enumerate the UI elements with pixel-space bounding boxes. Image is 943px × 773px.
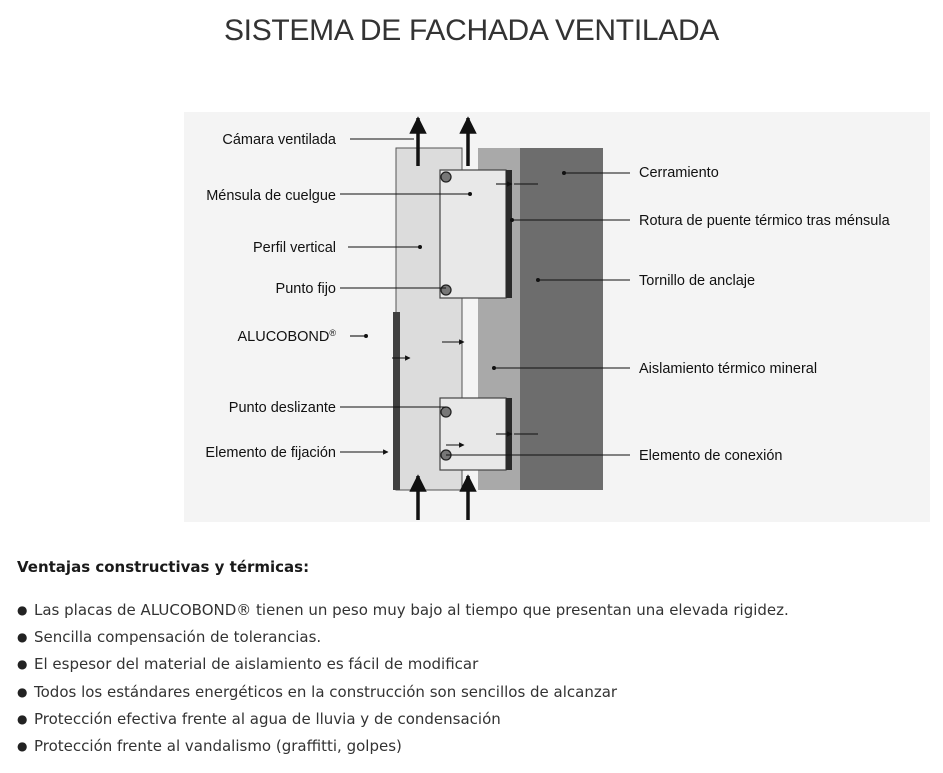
- list-item-text: Sencilla compensación de tolerancias.: [34, 628, 322, 647]
- bullet-icon: ●: [17, 738, 28, 753]
- leader-dots: [364, 171, 566, 370]
- sliding-point-bolt-icon: [440, 406, 452, 418]
- label-alucobond: ALUCOBOND®: [238, 328, 337, 345]
- upper-thermal-break: [506, 170, 512, 298]
- label-cerramiento: Cerramiento: [639, 165, 719, 181]
- list-item-text: El espesor del material de aislamiento e…: [34, 655, 479, 674]
- list-item-text: Protección frente al vandalismo (graffit…: [34, 736, 402, 755]
- bullet-icon: ●: [17, 657, 28, 672]
- wall-block: [520, 148, 603, 490]
- upper-bolt-icon: [440, 171, 452, 183]
- label-camara-ventilada: Cámara ventilada: [222, 132, 337, 148]
- cladding-panel: [393, 312, 400, 490]
- list-item-text: Protección efectiva frente al agua de ll…: [34, 709, 501, 728]
- list-item: ● Sencilla compensación de tolerancias.: [17, 627, 789, 654]
- upper-bracket: [439, 169, 507, 299]
- registered-mark: ®: [329, 328, 336, 338]
- list-item-text: Las placas de ALUCOBOND® tienen un peso …: [34, 601, 789, 619]
- fixed-point-bolt-icon: [440, 284, 452, 296]
- bullet-icon: ●: [17, 603, 28, 617]
- page-title: SISTEMA DE FACHADA VENTILADA: [223, 14, 720, 47]
- leader-lines-right: [446, 172, 630, 456]
- leader-lines-left: [340, 138, 470, 455]
- list-item: ● El espesor del material de aislamiento …: [17, 654, 789, 681]
- label-aislamiento-termico: Aislamiento térmico mineral: [639, 361, 817, 377]
- list-item-text: Todos los estándares energéticos en la c…: [34, 682, 618, 701]
- label-elemento-de-fijacion: Elemento de fijación: [205, 445, 336, 461]
- label-rotura-puente-termico: Rotura de puente térmico tras ménsula: [639, 213, 891, 229]
- bullet-icon: ●: [17, 711, 28, 726]
- list-item: ● Protección efectiva frente al agua de l…: [17, 709, 789, 736]
- bullet-icon: ●: [17, 630, 28, 645]
- advantages-list: ● Las placas de ALUCOBOND® tienen un peso…: [17, 600, 789, 763]
- list-item: ● Las placas de ALUCOBOND® tienen un peso…: [17, 600, 789, 627]
- label-punto-deslizante: Punto deslizante: [229, 400, 336, 416]
- advantages-heading: Ventajas constructivas y térmicas:: [17, 558, 310, 576]
- bullet-icon: ●: [17, 684, 28, 699]
- label-mensula-de-cuelgue: Ménsula de cuelgue: [206, 188, 336, 204]
- label-punto-fijo: Punto fijo: [276, 281, 336, 297]
- label-perfil-vertical: Perfil vertical: [253, 240, 336, 256]
- label-tornillo-de-anclaje: Tornillo de anclaje: [639, 273, 755, 289]
- label-elemento-de-conexion: Elemento de conexión: [639, 448, 783, 464]
- list-item: ● Todos los estándares energéticos en la …: [17, 682, 789, 709]
- facade-diagram: Cámara ventilada Ménsula de cuelgue Perf…: [184, 112, 930, 522]
- list-item: ● Protección frente al vandalismo (graffi…: [17, 736, 789, 763]
- airflow-arrows: [409, 116, 477, 520]
